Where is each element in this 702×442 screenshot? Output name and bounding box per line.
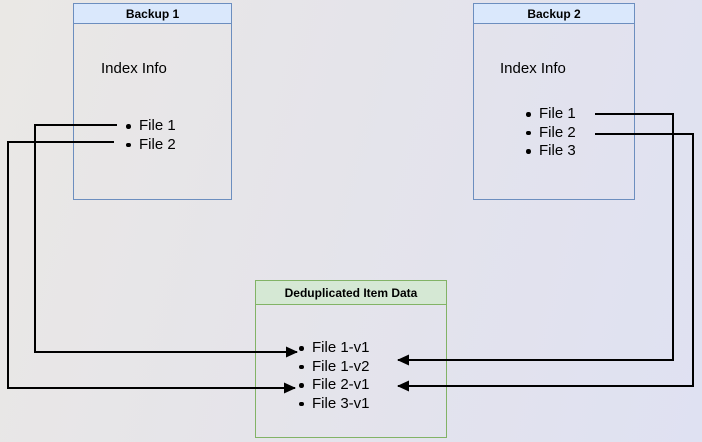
dedup-title: Deduplicated Item Data xyxy=(256,281,446,305)
backup2-box: Backup 2 Index Info File 1 File 2 File 3 xyxy=(473,3,635,200)
backup2-file-list: File 1 File 2 File 3 xyxy=(526,105,576,161)
list-item: File 2 xyxy=(526,124,576,143)
list-item: File 1-v2 xyxy=(299,358,370,377)
list-item: File 3-v1 xyxy=(299,395,370,414)
list-item: File 2-v1 xyxy=(299,376,370,395)
backup2-title: Backup 2 xyxy=(474,4,634,24)
backup1-title: Backup 1 xyxy=(74,4,231,24)
list-item: File 2 xyxy=(126,136,176,155)
dedup-file-list: File 1-v1 File 1-v2 File 2-v1 File 3-v1 xyxy=(299,339,370,413)
list-item: File 1 xyxy=(126,117,176,136)
list-item: File 3 xyxy=(526,142,576,161)
list-item: File 1-v1 xyxy=(299,339,370,358)
backup1-box: Backup 1 Index Info File 1 File 2 xyxy=(73,3,232,200)
deduplicated-item-data-box: Deduplicated Item Data File 1-v1 File 1-… xyxy=(255,280,447,438)
backup1-index-info-label: Index Info xyxy=(101,60,167,77)
backup1-file-list: File 1 File 2 xyxy=(126,117,176,154)
list-item: File 1 xyxy=(526,105,576,124)
backup2-index-info-label: Index Info xyxy=(500,60,566,77)
